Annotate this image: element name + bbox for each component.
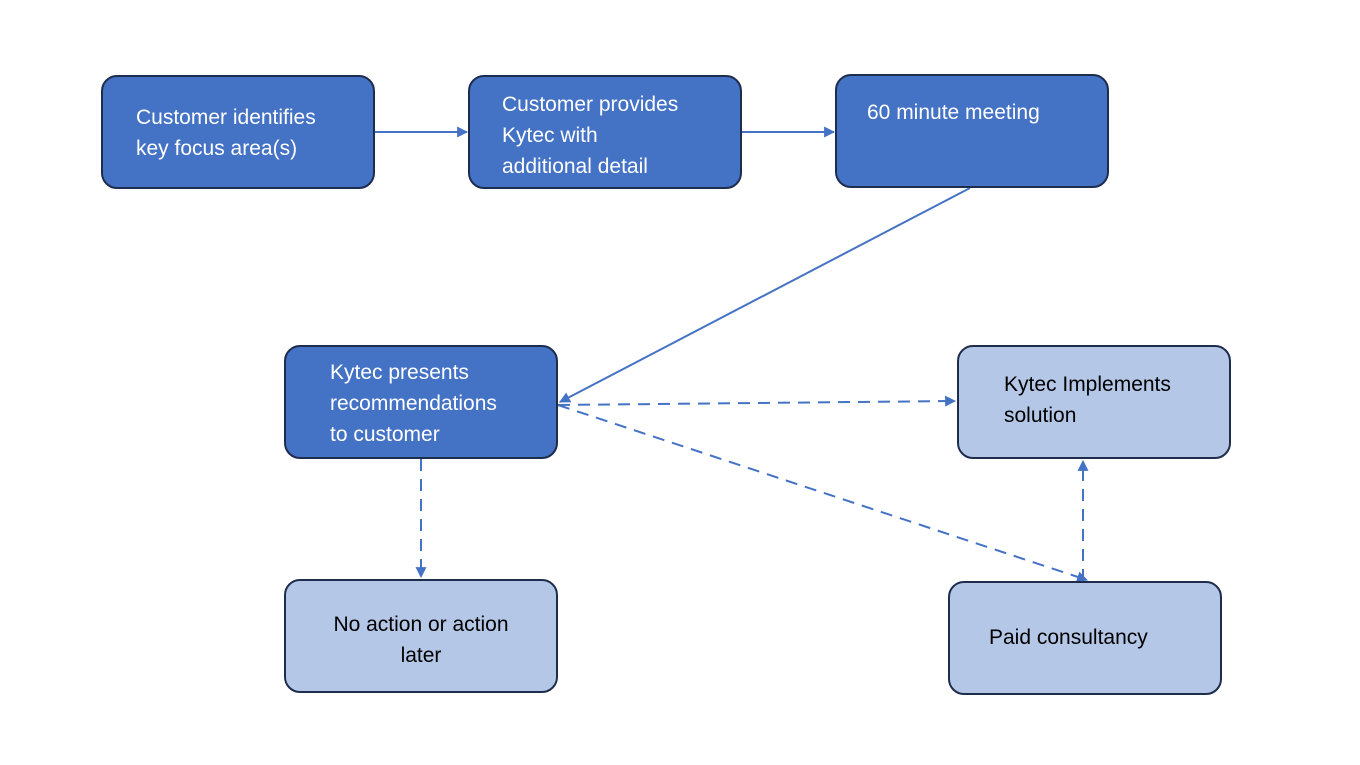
node-customer-provides: Customer provides Kytec with additional …	[468, 75, 742, 189]
node-meeting: 60 minute meeting	[835, 74, 1109, 188]
node-label: Paid consultancy	[989, 626, 1148, 649]
node-label: Customer provides Kytec with additional …	[502, 93, 679, 178]
node-label: 60 minute meeting	[867, 101, 1040, 124]
node-label: Customer identifies key focus area(s)	[136, 106, 316, 160]
node-label: Kytec Implements solution	[1004, 373, 1171, 427]
arrow-meeting-to-presents	[559, 187, 971, 403]
node-label: No action or action later	[333, 613, 509, 667]
node-no-action: No action or action later	[284, 579, 558, 693]
node-customer-identifies: Customer identifies key focus area(s)	[101, 75, 375, 189]
arrow-presents-to-implements	[557, 395, 957, 407]
node-kytec-presents: Kytec presents recommendations to custom…	[284, 345, 558, 459]
node-kytec-implements: Kytec Implements solution	[957, 345, 1231, 459]
node-paid-consultancy: Paid consultancy	[948, 581, 1222, 695]
node-label: Kytec presents recommendations to custom…	[330, 361, 497, 446]
arrow-presents-to-paid	[557, 404, 1089, 583]
